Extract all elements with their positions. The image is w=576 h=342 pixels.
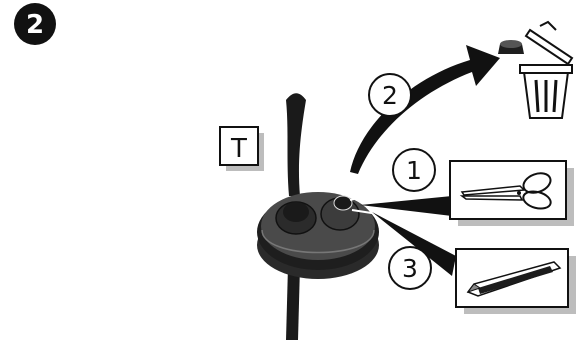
callout-3: 3 — [388, 246, 432, 290]
callout-1: 1 — [392, 148, 436, 192]
cable-grommet-icon — [257, 192, 379, 279]
tool-label-box: T — [219, 126, 264, 171]
step-badge-icon — [14, 3, 56, 45]
step-badge-number: 2 — [26, 10, 44, 40]
removed-cap-icon — [498, 40, 524, 54]
cable-top — [286, 93, 306, 196]
step-badge: 2 — [14, 3, 56, 45]
cable-bottom — [286, 266, 300, 340]
trash-bin-icon — [519, 20, 574, 119]
tool-label-letter: T — [230, 134, 247, 164]
scissors-icon — [459, 172, 552, 210]
utility-knife-icon — [466, 261, 562, 297]
callout-1-number: 1 — [406, 156, 422, 185]
callout-2-number: 2 — [382, 81, 398, 110]
arrow-icon — [350, 45, 500, 174]
utility-knife-panel — [455, 248, 576, 314]
scissors-panel — [449, 160, 574, 226]
callout-3-number: 3 — [402, 254, 418, 283]
callout-2: 2 — [368, 73, 412, 117]
pointer-to-knife — [372, 212, 456, 276]
pointer-to-scissors — [360, 196, 452, 216]
